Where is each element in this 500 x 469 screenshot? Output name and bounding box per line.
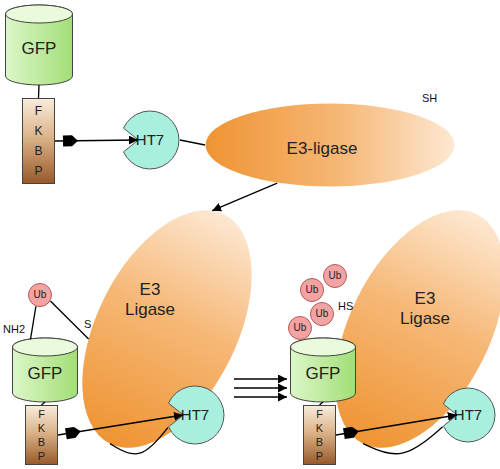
node-label: GFP (306, 364, 341, 384)
fkbp-box: F K B P (25, 405, 58, 465)
node-label: E3 Ligase (125, 280, 175, 319)
node-label: HT7 (136, 131, 164, 148)
node-label: GFP (28, 364, 63, 384)
fkbp-rect (26, 406, 58, 465)
halotag-circle: HT7 (440, 387, 496, 443)
node-label: Ub (316, 308, 329, 320)
e3-ligase-ellipse: E3-ligase (205, 103, 455, 187)
node-outline (82, 210, 252, 448)
halotag-shape (443, 388, 495, 442)
reaction-arrow (234, 396, 287, 397)
cylinder-body (6, 5, 73, 85)
cylinder-top (13, 338, 78, 356)
halotag-shape (124, 111, 179, 169)
node-label: HT7 (181, 406, 209, 423)
fkbp-rect (23, 99, 55, 184)
thioester-label: S (84, 318, 91, 330)
ligase-shape (47, 183, 286, 469)
reaction-arrow (234, 378, 287, 379)
fkbp-box: F K B P (22, 98, 55, 184)
fkbp-box: F K B P (303, 405, 336, 465)
connector (55, 140, 138, 141)
node-label: Ub (329, 270, 342, 282)
cylinder-body (291, 338, 356, 402)
connector (212, 183, 277, 211)
node-label: F K B P (316, 407, 323, 463)
ubiquitin-shape (311, 303, 334, 326)
amine-label: NH2 (3, 323, 25, 335)
thiol-label: HS (338, 300, 353, 312)
node-label: Ub (294, 322, 307, 334)
gfp-cylinder: GFP (290, 338, 356, 402)
gfp-cylinder: GFP (12, 338, 78, 402)
ubiquitin-circle: Ub (310, 302, 334, 326)
ubiquitin-circle: Ub (323, 264, 347, 288)
ubiquitin-circle: Ub (28, 283, 52, 307)
node-label: Ub (306, 284, 319, 296)
ubiquitin-circle: Ub (300, 278, 324, 302)
cylinder-top (6, 5, 73, 23)
ubiquitin-shape (301, 279, 324, 302)
cylinder-top (291, 338, 356, 356)
ubiquitin-shape (29, 284, 52, 307)
node-label: E3 Ligase (400, 289, 450, 328)
ubiquitin-shape (289, 317, 312, 340)
halotag-shape (169, 386, 224, 444)
ligase-shape (300, 183, 500, 469)
connector (50, 301, 88, 339)
connector (30, 306, 35, 339)
e3-ligase-ellipse: E3 Ligase (82, 210, 252, 448)
fkbp-rect (304, 406, 336, 465)
gfp-cylinder: GFP (5, 5, 73, 85)
node-label: F K B P (35, 101, 43, 181)
cylinder-body (13, 338, 78, 402)
halotag-circle: HT7 (120, 110, 180, 170)
reaction-arrow (234, 387, 287, 388)
ubiquitin-shape (324, 265, 347, 288)
node-label: GFP (22, 39, 57, 59)
thiol-label: SH (422, 92, 437, 104)
ubiquitin-circle: Ub (288, 316, 312, 340)
node-label: F K B P (38, 407, 45, 463)
connector (38, 85, 40, 98)
node-label: HT7 (454, 406, 482, 423)
connector (180, 140, 205, 145)
node-label: Ub (34, 289, 47, 301)
ligase-shape (206, 104, 455, 187)
node-label: E3-ligase (287, 139, 358, 159)
reaction-arrows (234, 379, 287, 397)
halotag-circle: HT7 (165, 385, 225, 445)
